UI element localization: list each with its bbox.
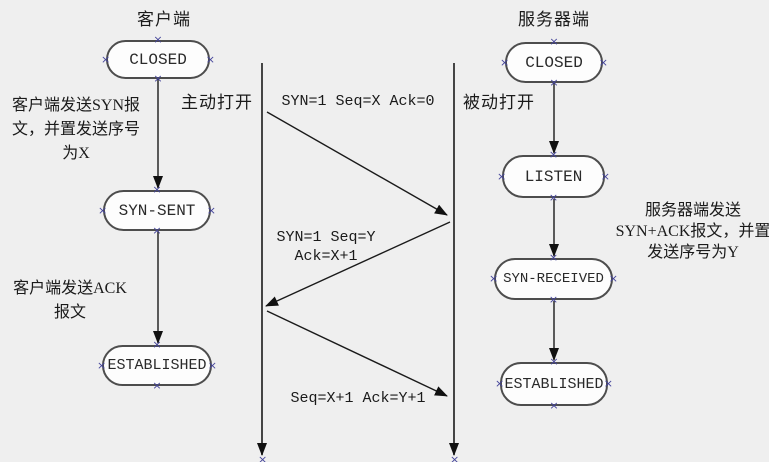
server-state-closed: CLOSED × × × ×: [500, 35, 608, 89]
connection-point-icon: ×: [153, 72, 163, 85]
connection-point-icon: ×: [548, 293, 559, 306]
client-column-title: 客户端: [137, 10, 191, 29]
annotation-line: 客户端发送ACK: [13, 280, 127, 297]
client-send-syn-annotation: 客户端发送SYN报 文，并置发送序号 为X: [0, 94, 152, 166]
connection-point-icon: ×: [548, 148, 559, 161]
connection-point-icon: ×: [97, 358, 107, 372]
connection-point-icon: ×: [450, 453, 460, 462]
client-send-ack-annotation: 客户端发送ACK 报文: [0, 277, 140, 325]
state-label: LISTEN: [524, 167, 583, 186]
synack-label-line: SYN=1 Seq=Y: [276, 229, 376, 246]
server-send-synack-annotation: 服务器端发送 SYN+ACK报文，并置 发送序号为Y: [614, 200, 769, 263]
annotation-line: 为X: [62, 145, 90, 162]
client-state-closed: CLOSED × × × ×: [101, 33, 215, 85]
connection-point-icon: ×: [603, 377, 613, 390]
client-state-syn-sent: SYN-SENT × × × ×: [98, 183, 216, 237]
state-label: CLOSED: [129, 50, 187, 69]
synack-label-line: Ack=X+1: [294, 248, 358, 265]
connection-point-icon: ×: [98, 203, 108, 217]
connection-point-icon: ×: [548, 251, 559, 264]
client-state-established: ESTABLISHED × × × ×: [97, 338, 217, 392]
annotation-line: 报文: [53, 304, 86, 321]
connection-point-icon: ×: [153, 33, 163, 46]
state-label: SYN-SENT: [118, 201, 196, 220]
ack-message-arrow: [266, 310, 448, 397]
annotation-line: 客户端发送SYN报: [11, 97, 140, 114]
state-label: SYN-RECEIVED: [503, 271, 604, 287]
connection-point-icon: ×: [598, 55, 608, 69]
annotation-line: 服务器端发送: [644, 202, 741, 219]
state-label: ESTABLISHED: [504, 375, 604, 393]
connection-point-icon: ×: [152, 183, 162, 196]
server-state-syn-received: SYN-RECEIVED × × × ×: [489, 251, 618, 306]
connection-point-icon: ×: [548, 191, 559, 204]
synack-message-label: SYN=1 Seq=Y Ack=X+1: [272, 228, 380, 266]
annotation-line: 发送序号为Y: [647, 244, 739, 261]
connection-point-icon: ×: [152, 224, 162, 237]
connection-point-icon: ×: [549, 76, 559, 89]
connection-point-icon: ×: [152, 379, 162, 392]
client-active-open-label: 主动打开: [181, 93, 253, 112]
connection-point-icon: ×: [101, 52, 111, 66]
connection-point-icon: ×: [549, 35, 559, 48]
connection-point-icon: ×: [258, 453, 268, 462]
connection-point-icon: ×: [600, 169, 610, 183]
connection-point-icon: ×: [608, 272, 618, 285]
server-passive-open-label: 被动打开: [463, 93, 535, 112]
connection-point-icon: ×: [549, 399, 559, 412]
connection-point-icon: ×: [152, 338, 162, 351]
connection-point-icon: ×: [500, 55, 510, 69]
connection-point-icon: ×: [495, 377, 505, 390]
syn-message-arrow: [266, 111, 448, 216]
annotation-line: 文，并置发送序号: [11, 121, 140, 138]
server-state-listen: LISTEN × × × ×: [497, 148, 610, 204]
server-state-established: ESTABLISHED × × × ×: [495, 355, 613, 412]
state-label: ESTABLISHED: [107, 357, 207, 374]
server-column-title: 服务器端: [518, 10, 590, 29]
connection-point-icon: ×: [207, 358, 217, 372]
connection-point-icon: ×: [489, 272, 499, 285]
syn-message-label: SYN=1 Seq=X Ack=0: [281, 93, 435, 110]
annotation-line: SYN+ACK报文，并置: [615, 223, 769, 240]
connection-point-icon: ×: [549, 355, 559, 368]
ack-message-label: Seq=X+1 Ack=Y+1: [290, 390, 426, 407]
state-label: CLOSED: [525, 53, 583, 72]
connection-point-icon: ×: [497, 169, 507, 183]
connection-point-icon: ×: [205, 52, 215, 66]
connection-point-icon: ×: [206, 203, 216, 217]
